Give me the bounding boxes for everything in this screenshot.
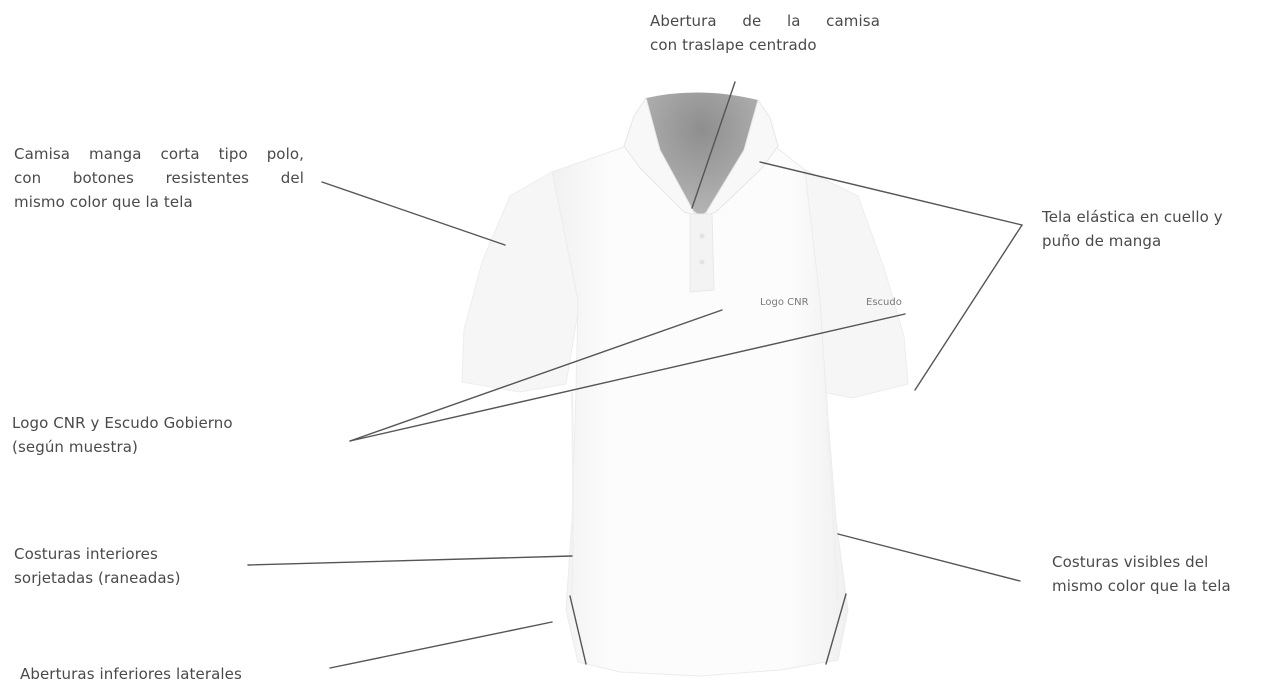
callout-opening: Abertura de la camisa con traslape centr…: [650, 9, 880, 57]
callout-opening-line-1: Abertura de la camisa: [650, 12, 880, 30]
collar-left-flap: [623, 96, 698, 217]
collar-right-flap: [702, 98, 779, 217]
callout-elastic: Tela elástica en cuello y puño de manga: [1042, 205, 1223, 253]
left-sleeve: [461, 171, 581, 393]
callout-elastic-line-2: puño de manga: [1042, 232, 1162, 250]
button-2: [699, 259, 705, 265]
callout-logo-line-1: Logo CNR y Escudo Gobierno: [12, 414, 233, 432]
callout-visible-seams-line-2: mismo color que la tela: [1052, 577, 1231, 595]
callout-visible-seams: Costuras visibles del mismo color que la…: [1052, 550, 1231, 598]
side-seam-right: [825, 391, 839, 601]
callout-side-openings: Aberturas inferiores laterales: [20, 662, 242, 686]
placket: [689, 213, 715, 293]
callout-inner-seams-line-2: sorjetadas (raneadas): [14, 569, 181, 587]
callout-shirt-type-line-1: Camisa manga corta tipo polo,: [14, 145, 304, 163]
leader-visible-seams: [837, 533, 1021, 582]
slit-left: [569, 595, 587, 665]
callout-visible-seams-line-1: Costuras visibles del: [1052, 553, 1209, 571]
callout-logo-line-2: (según muestra): [12, 438, 138, 456]
leader-inner-seams: [247, 555, 573, 566]
callout-elastic-line-1: Tela elástica en cuello y: [1042, 208, 1223, 226]
callout-opening-line-2: con traslape centrado: [650, 36, 817, 54]
logo-cnr-mark: Logo CNR: [760, 297, 809, 308]
callout-shirt-type: Camisa manga corta tipo polo, con botone…: [14, 142, 304, 214]
leader-elastic-cuff: [914, 224, 1023, 391]
leader-opening: [691, 81, 736, 209]
leader-shirt-type: [321, 181, 506, 246]
callout-shirt-type-line-3: mismo color que la tela: [14, 193, 193, 211]
leader-side-opening-pointer: [329, 621, 553, 669]
leader-escudo: [349, 313, 906, 442]
leader-logo-cnr: [349, 309, 723, 442]
callout-inner-seams-line-1: Costuras interiores: [14, 545, 158, 563]
side-seam-left: [571, 391, 574, 601]
slit-right: [825, 593, 847, 665]
leader-elastic-collar: [759, 161, 1023, 226]
callout-inner-seams: Costuras interiores sorjetadas (raneadas…: [14, 542, 181, 590]
callout-side-openings-line-1: Aberturas inferiores laterales: [20, 665, 242, 683]
button-1: [699, 233, 705, 239]
callout-logo: Logo CNR y Escudo Gobierno (según muestr…: [12, 411, 233, 459]
escudo-mark: Escudo: [866, 297, 902, 308]
callout-shirt-type-line-2: con botones resistentes del: [14, 169, 304, 187]
